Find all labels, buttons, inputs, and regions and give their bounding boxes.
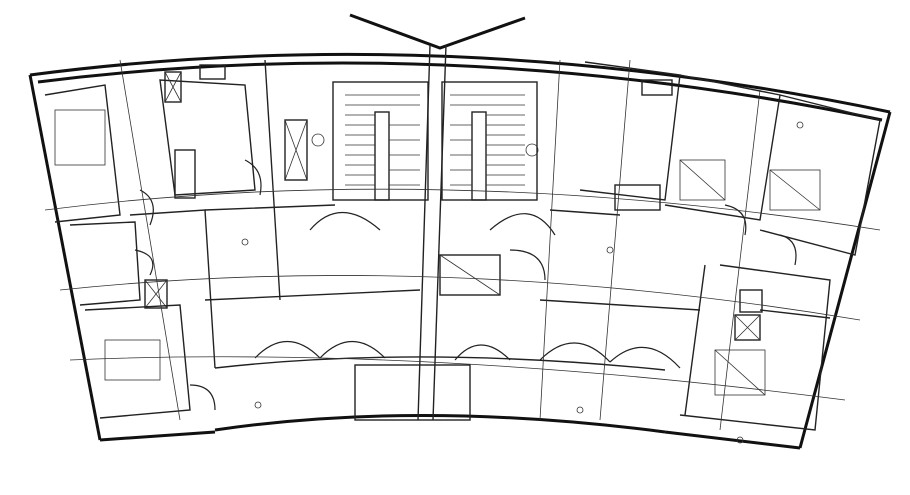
- stair-right: [441, 81, 556, 236]
- stair-left: [309, 81, 429, 231]
- central-axis: [349, 13, 526, 421]
- left-apartment: [44, 59, 421, 419]
- right-apartment: [439, 61, 881, 444]
- outer-walls: [28, 52, 892, 450]
- dimension-lines: [44, 59, 881, 431]
